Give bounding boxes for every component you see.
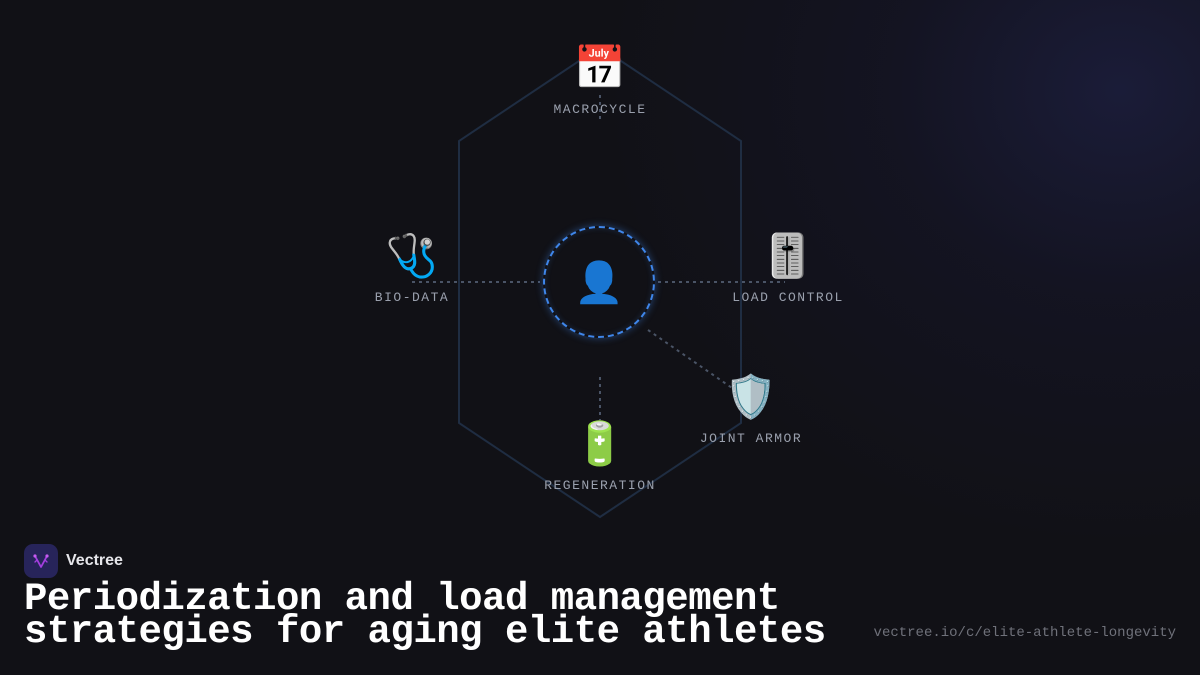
page-title: Periodization and load management strate… bbox=[24, 580, 826, 652]
node-joint-armor: 🛡️ JOINT ARMOR bbox=[699, 372, 803, 447]
level-slider-icon: 🎚️ bbox=[761, 231, 815, 280]
node-label: LOAD CONTROL bbox=[732, 290, 844, 305]
node-load-control: 🎚️ LOAD CONTROL bbox=[732, 231, 844, 306]
node-label: REGENERATION bbox=[544, 478, 656, 493]
node-regeneration: 🔋 REGENERATION bbox=[544, 419, 656, 494]
calendar-icon: 📅 bbox=[573, 43, 627, 92]
brand: Vectree bbox=[24, 544, 123, 578]
node-label: BIO-DATA bbox=[374, 290, 450, 305]
title-line-1: Periodization and load management bbox=[24, 577, 780, 621]
node-bio-data: 🩺 BIO-DATA bbox=[374, 231, 450, 306]
brand-name: Vectree bbox=[66, 552, 123, 569]
center-athlete-node: 👤 bbox=[543, 226, 655, 338]
shield-icon: 🛡️ bbox=[724, 372, 778, 421]
node-label: MACROCYCLE bbox=[553, 102, 647, 117]
battery-icon: 🔋 bbox=[573, 419, 627, 468]
stethoscope-icon: 🩺 bbox=[385, 231, 439, 280]
node-label: JOINT ARMOR bbox=[699, 431, 803, 446]
vectree-fork-logo-icon bbox=[24, 544, 58, 578]
hexagon-outline bbox=[458, 45, 742, 519]
node-macrocycle: 📅 MACROCYCLE bbox=[553, 43, 647, 118]
person-silhouette-icon: 👤 bbox=[574, 259, 624, 306]
title-line-2: strategies for aging elite athletes bbox=[24, 610, 826, 654]
source-url: vectree.io/c/elite-athlete-longevity bbox=[873, 625, 1176, 641]
